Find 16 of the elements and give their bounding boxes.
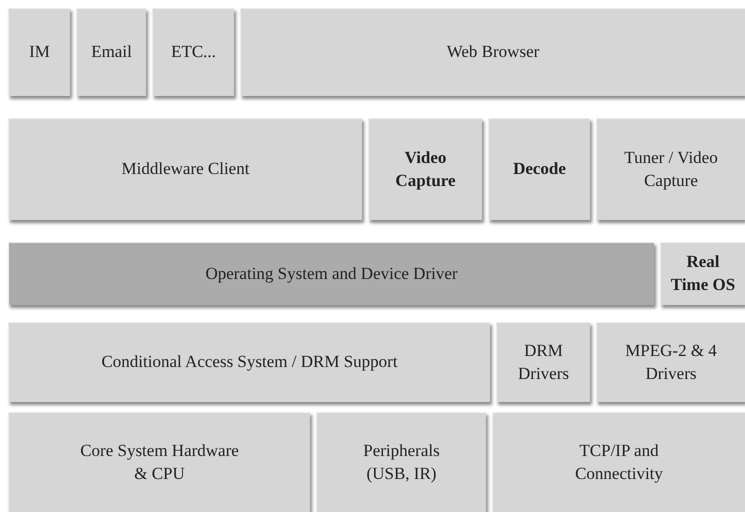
layer-block: Email [76, 8, 146, 96]
layer-block: Tuner / Video Capture [596, 118, 745, 220]
layer-block: Web Browser [240, 8, 745, 96]
layer-block: IM [8, 8, 70, 96]
layer-block: Middleware Client [8, 118, 362, 220]
layer-block: TCP/IP and Connectivity [492, 412, 745, 512]
layer-block: MPEG-2 & 4 Drivers [596, 322, 745, 402]
layer-block: DRM Drivers [496, 322, 590, 402]
layer-block: Real Time OS [660, 242, 745, 305]
layer-block: Decode [488, 118, 590, 220]
layer-block: Conditional Access System / DRM Support [8, 322, 490, 402]
layer-block: Video Capture [368, 118, 482, 220]
layer-block: ETC... [152, 8, 234, 96]
layer-block: Core System Hardware & CPU [8, 412, 310, 512]
layer-block: Operating System and Device Driver [8, 242, 654, 305]
layer-block: Peripherals (USB, IR) [316, 412, 486, 512]
